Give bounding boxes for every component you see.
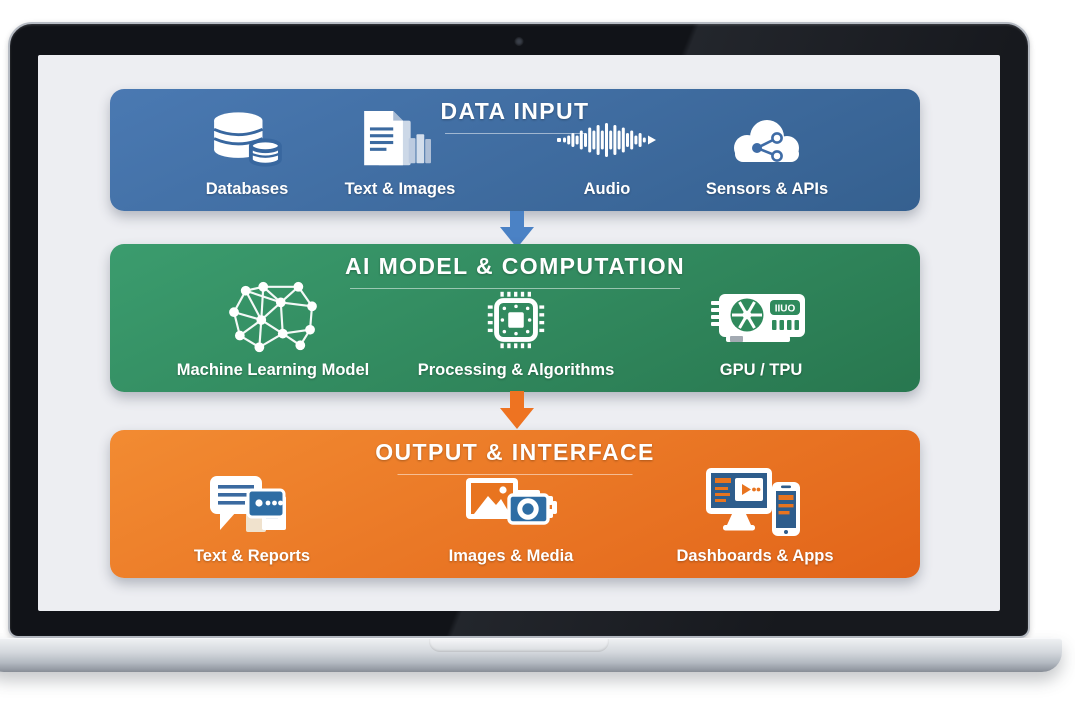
item-label: Text & Reports bbox=[193, 547, 311, 565]
band-title: DATA INPUT bbox=[440, 98, 590, 124]
band-data-input: DATA INPUT bbox=[110, 89, 920, 211]
icon-slot bbox=[310, 99, 490, 180]
laptop-display-frame: DATA INPUT bbox=[8, 22, 1030, 638]
title-underline bbox=[397, 474, 633, 475]
diagram-item-ml-model: Machine Learning Model bbox=[153, 274, 393, 382]
item-label: Images & Media bbox=[448, 547, 574, 565]
laptop-lid-notch bbox=[429, 639, 609, 652]
item-label: Audio bbox=[583, 180, 631, 198]
title-underline bbox=[350, 288, 680, 289]
devices-icon bbox=[706, 467, 800, 536]
laptop-base bbox=[0, 638, 1062, 672]
icon-slot: IIUO bbox=[666, 278, 856, 361]
band-ai-model-computation: AI MODEL & COMPUTATION bbox=[110, 244, 920, 392]
diagram-item-text-images: Text & Images bbox=[310, 99, 490, 201]
item-label: Databases bbox=[205, 180, 289, 198]
icon-slot bbox=[517, 99, 697, 180]
image-media-icon bbox=[466, 477, 557, 525]
flow-arrow-model-to-output bbox=[500, 391, 534, 429]
svg-text:IIUO: IIUO bbox=[775, 303, 796, 314]
item-label: GPU / TPU bbox=[719, 361, 803, 379]
cloud-share-icon bbox=[734, 119, 799, 162]
gpu-card-icon: IIUO bbox=[711, 293, 805, 342]
icon-slot bbox=[672, 99, 862, 180]
diagram-item-text-reports: Text & Reports bbox=[152, 464, 352, 568]
webcam-icon bbox=[514, 37, 524, 46]
item-label: Machine Learning Model bbox=[176, 361, 370, 379]
icon-slot bbox=[152, 464, 352, 547]
diagram-item-images-media: Images & Media bbox=[411, 464, 611, 568]
band-title: AI MODEL & COMPUTATION bbox=[344, 253, 685, 279]
item-label: Text & Images bbox=[344, 180, 456, 198]
band-output-interface: OUTPUT & INTERFACE bbox=[110, 430, 920, 578]
chat-report-icon bbox=[210, 475, 286, 532]
documents-icon bbox=[364, 110, 431, 165]
database-icon bbox=[213, 111, 282, 167]
item-label: Dashboards & Apps bbox=[676, 547, 834, 565]
diagram-item-dashboards-apps: Dashboards & Apps bbox=[645, 460, 865, 568]
item-label: Sensors & APIs bbox=[705, 180, 829, 198]
diagram-item-audio: Audio bbox=[517, 99, 697, 201]
band-title: OUTPUT & INTERFACE bbox=[375, 439, 655, 465]
icon-slot bbox=[406, 278, 626, 361]
diagram-item-gpu-tpu: IIUO GPU / TPU bbox=[666, 278, 856, 382]
icon-slot bbox=[153, 274, 393, 361]
item-label: Processing & Algorithms bbox=[417, 361, 615, 379]
icon-slot bbox=[411, 464, 611, 547]
neural-network-icon bbox=[229, 281, 317, 352]
flow-arrow-input-to-model bbox=[500, 211, 534, 248]
diagram-canvas: DATA INPUT bbox=[38, 55, 1000, 611]
diagram-item-sensors-apis: Sensors & APIs bbox=[672, 99, 862, 201]
diagram-item-processing: Processing & Algorithms bbox=[406, 278, 626, 382]
icon-slot bbox=[645, 460, 865, 547]
diagram-item-databases: Databases bbox=[157, 99, 337, 201]
icon-slot bbox=[157, 99, 337, 180]
audio-waveform-icon bbox=[557, 122, 656, 157]
title-underline bbox=[445, 133, 585, 134]
chip-icon bbox=[487, 291, 545, 348]
